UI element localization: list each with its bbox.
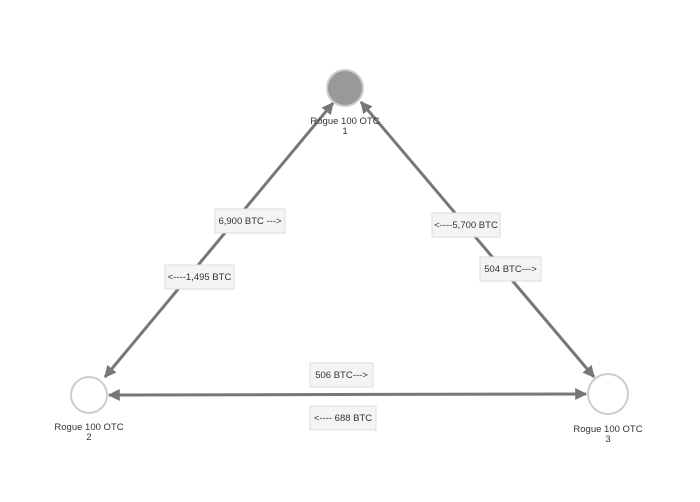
node-2-circle[interactable]	[70, 376, 108, 414]
edge-label-2-3-forward-text: 506 BTC--->	[315, 370, 368, 381]
node-2-name: Rogue 100 OTC	[54, 422, 123, 433]
edge-2-3-line	[107, 388, 588, 401]
edge-label-1-3-back-text: <----5,700 BTC	[434, 220, 498, 231]
node-1[interactable]: Rogue 100 OTC 1	[310, 69, 380, 137]
edge-label-1-2-forward-text: 6,900 BTC --->	[218, 216, 282, 227]
node-3-index: 3	[605, 434, 610, 445]
node-1-index: 1	[342, 126, 347, 137]
edge-2-3[interactable]	[107, 388, 588, 401]
edge-label-2-3-back-text: <---- 688 BTC	[314, 413, 372, 424]
node-3[interactable]: Rogue 100 OTC 3	[573, 373, 643, 445]
edge-1-3[interactable]	[359, 101, 596, 378]
edge-label-1-2-forward[interactable]: 6,900 BTC --->	[214, 208, 286, 234]
edge-label-1-3-forward[interactable]: 504 BTC--->	[479, 256, 542, 282]
edge-label-2-3-back[interactable]: <---- 688 BTC	[309, 405, 377, 431]
node-1-name: Rogue 100 OTC	[310, 116, 379, 127]
node-2-index: 2	[86, 432, 91, 443]
edge-label-1-2-back[interactable]: <----1,495 BTC	[164, 264, 235, 290]
node-3-name: Rogue 100 OTC	[573, 424, 642, 435]
node-3-circle[interactable]	[587, 373, 629, 415]
node-1-circle[interactable]	[326, 69, 364, 107]
edge-label-1-2-back-text: <----1,495 BTC	[168, 272, 232, 283]
edge-1-3-line	[359, 101, 596, 378]
edge-1-2[interactable]	[103, 102, 335, 378]
edge-label-1-3-forward-text: 504 BTC--->	[484, 264, 537, 275]
node-2[interactable]: Rogue 100 OTC 2	[54, 376, 124, 443]
edge-1-2-line	[103, 102, 335, 378]
edge-label-2-3-forward[interactable]: 506 BTC--->	[309, 362, 374, 388]
edge-label-1-3-back[interactable]: <----5,700 BTC	[431, 212, 501, 238]
